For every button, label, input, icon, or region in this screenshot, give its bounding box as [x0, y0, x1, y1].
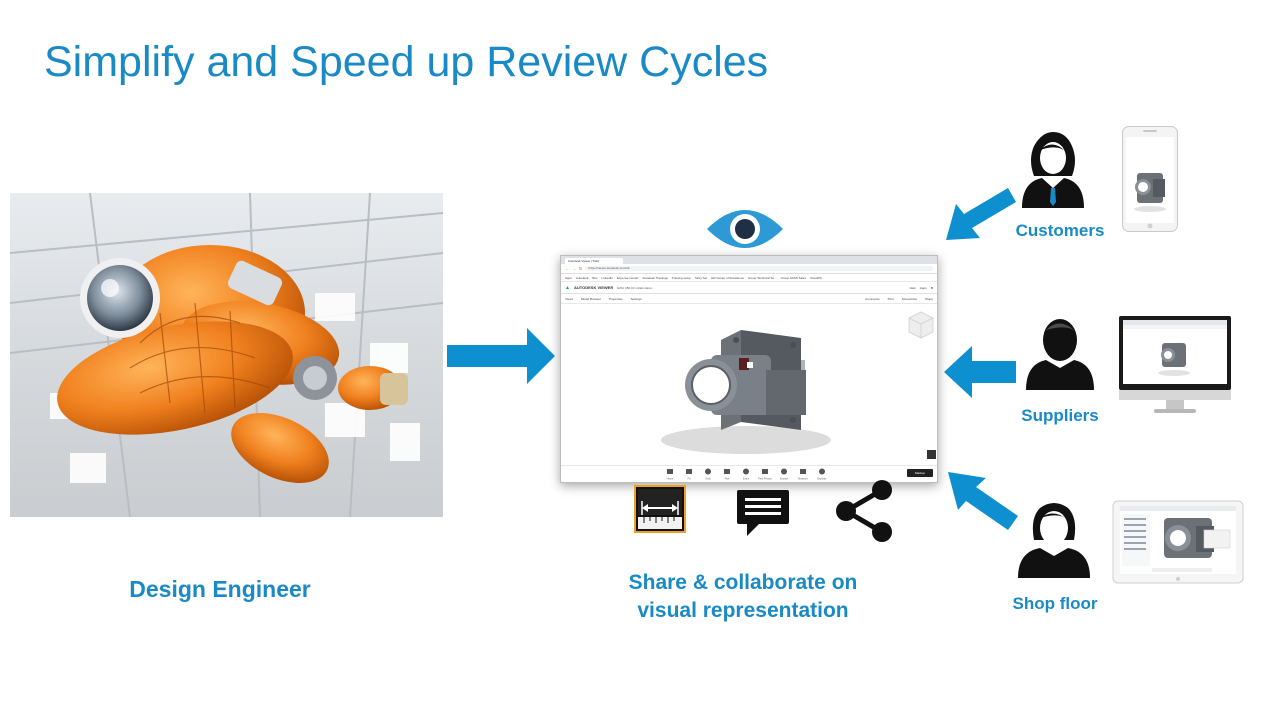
bookmark-item[interactable]: Group Technical So... [748, 275, 777, 280]
explode-tool-icon[interactable] [819, 468, 825, 475]
help-link[interactable]: Help [909, 285, 916, 290]
arrow-up-left-icon [948, 472, 1018, 530]
viewer-breadcrumb[interactable]: EZ9c 380-93 collaboration [617, 285, 653, 290]
bookmark-item[interactable]: Training setup [671, 275, 691, 280]
viewer-toolbar: Views Model Browser Properties Settings … [561, 294, 937, 304]
concept-vehicle-illustration [10, 193, 443, 517]
bookmark-item[interactable]: Expense Center [616, 275, 639, 280]
properties-button[interactable]: Properties [608, 296, 623, 301]
explode-tool-label: Explode [817, 478, 827, 481]
bookmark-item[interactable]: HR Center of Excellence [711, 275, 745, 280]
comment-icon [737, 490, 789, 536]
model-viewport[interactable] [561, 300, 937, 465]
viewer-bottom-toolbar: Home Fit Orbit Pan Zoom First Person Sec… [561, 465, 937, 482]
settings-button[interactable]: Settings [630, 296, 642, 301]
viewer-browser-window: Autodesk Viewer (Trial) ← → ↻ https://vi… [560, 255, 938, 483]
customer-avatar-icon [1022, 132, 1084, 208]
first-person-tool-label: First Person [758, 478, 772, 481]
tablet-device [1112, 500, 1244, 584]
zoom-tool-icon[interactable] [743, 468, 749, 475]
first-person-tool-icon[interactable] [762, 469, 768, 474]
home-tool-label: Home [667, 478, 674, 481]
fit-tool-label: Fit [688, 478, 691, 481]
share-icon [836, 480, 892, 542]
eye-icon [707, 210, 783, 248]
bookmarks-bar: Apps Autodesk Box LinkedIn Expense Cente… [561, 274, 937, 282]
reload-icon[interactable]: ↻ [579, 266, 583, 271]
viewer-brand: AUTODESK VIEWER [573, 285, 614, 290]
slide-title: Simplify and Speed up Review Cycles [44, 38, 769, 86]
viewer-app-bar: ▲ AUTODESK VIEWER EZ9c 380-93 collaborat… [561, 282, 937, 294]
orbit-tool-label: Orbit [705, 478, 711, 481]
measure-tool-label: Measure [798, 478, 808, 481]
browser-tab-bar: Autodesk Viewer (Trial) [561, 256, 937, 264]
share-collaborate-line2: visual representation [637, 599, 849, 622]
navigation-tools: Home Fit Orbit Pan Zoom First Person Sec… [667, 468, 827, 481]
share-collaborate-label: Share & collaborate on visual representa… [590, 569, 896, 625]
screenshot-button[interactable]: Screenshot [901, 296, 917, 301]
bearing-housing-model[interactable] [685, 330, 806, 430]
comments-button[interactable]: Comments [865, 296, 880, 301]
fullscreen-icon[interactable] [927, 450, 936, 459]
model-browser-button[interactable]: Model Browser [580, 296, 601, 301]
pan-tool-label: Pan [725, 478, 730, 481]
monitor-device [1119, 316, 1231, 413]
views-button[interactable]: Views [565, 296, 573, 301]
markup-button[interactable]: Markup [907, 469, 933, 477]
bookmark-item[interactable]: Group ADSK Sales [780, 275, 807, 280]
forward-icon[interactable]: → [572, 266, 576, 271]
shopfloor-avatar-icon [1018, 503, 1090, 578]
suppliers-label: Suppliers [1021, 406, 1099, 425]
autodesk-logo-icon: ▲ [565, 284, 570, 291]
design-engineer-label: Design Engineer [129, 576, 311, 602]
bookmark-item[interactable]: Apps [565, 275, 572, 280]
shop-floor-label: Shop floor [1012, 594, 1098, 613]
home-tool-icon[interactable] [667, 469, 673, 474]
zoom-tool-label: Zoom [743, 478, 749, 481]
supplier-avatar-icon [1026, 319, 1094, 390]
arrow-left-icon [944, 346, 1016, 398]
share-button[interactable]: Share [924, 296, 933, 301]
url-field[interactable]: https://viewer.autodesk.com/id/... [585, 266, 933, 271]
print-button[interactable]: Print [887, 296, 894, 301]
customers-label: Customers [1015, 221, 1105, 240]
user-icon[interactable]: ● [930, 285, 933, 290]
browser-address-bar: ← → ↻ https://viewer.autodesk.com/id/... [561, 264, 937, 274]
pan-tool-icon[interactable] [724, 469, 730, 474]
back-icon[interactable]: ← [565, 266, 569, 271]
bookmark-item[interactable]: Story Set [694, 275, 708, 280]
share-collaborate-line1: Share & collaborate on [628, 571, 858, 594]
fit-tool-icon[interactable] [686, 469, 692, 474]
phone-device [1122, 126, 1178, 232]
design-engineer-image [10, 193, 443, 517]
measure-tool-icon[interactable] [800, 469, 806, 474]
section-tool-icon[interactable] [781, 468, 787, 475]
browser-tab[interactable]: Autodesk Viewer (Trial) [565, 258, 623, 264]
bookmark-item[interactable]: CloudPC [810, 275, 823, 280]
apps-link[interactable]: Apps [919, 285, 927, 290]
view-cube-icon[interactable] [908, 311, 934, 339]
bookmark-item[interactable]: Autodesk [575, 275, 589, 280]
orbit-tool-icon[interactable] [705, 468, 711, 475]
bookmark-item[interactable]: Box [592, 275, 598, 280]
section-tool-label: Section [780, 478, 789, 481]
arrow-right-icon [447, 328, 555, 384]
arrow-down-left-icon [946, 188, 1016, 240]
phone-screen-model [1126, 130, 1174, 229]
measure-icon [634, 485, 686, 533]
bookmark-item[interactable]: LinkedIn [601, 275, 613, 280]
bookmark-item[interactable]: Autodesk Trainings [642, 275, 668, 280]
